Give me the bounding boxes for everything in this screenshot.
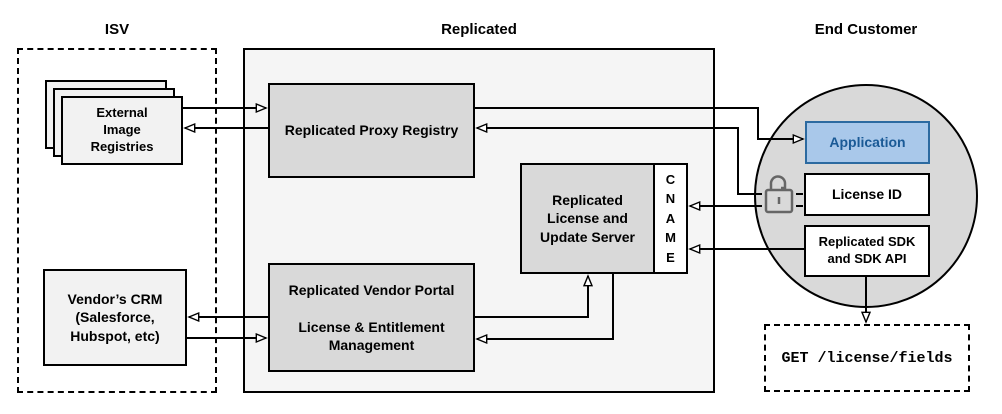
- vendor-portal-label: Replicated Vendor Portal License & Entit…: [288, 282, 455, 353]
- replicated-section-title: Replicated: [441, 21, 517, 38]
- application-label: Application: [829, 134, 906, 151]
- license-update-server-label: Replicated License and Update Server: [540, 192, 635, 245]
- edge-license-server-to-portal: [477, 274, 614, 339]
- vendor-crm-label: Vendor’s CRM (Salesforce, Hubspot, etc): [67, 291, 163, 344]
- cname-label: C N A M E: [665, 171, 676, 265]
- license-id-node: License ID: [804, 173, 930, 216]
- edge-proxy-to-application: [475, 107, 803, 139]
- license-update-server-node: Replicated License and Update Server: [520, 163, 655, 274]
- end-customer-section-title: End Customer: [814, 21, 918, 38]
- proxy-registry-label: Replicated Proxy Registry: [284, 122, 459, 139]
- replicated-sdk-node: Replicated SDK and SDK API: [804, 225, 930, 277]
- external-image-registries-node: External Image Registries: [61, 96, 183, 165]
- license-fields-request-box: GET /license/fields: [764, 324, 970, 392]
- license-fields-request-label: GET /license/fields: [781, 349, 953, 367]
- cname-node: C N A M E: [653, 163, 688, 274]
- vendor-crm-node: Vendor’s CRM (Salesforce, Hubspot, etc): [43, 269, 187, 366]
- license-id-label: License ID: [831, 186, 903, 203]
- unlocked-padlock-icon: [762, 175, 796, 215]
- external-image-registries-label: External Image Registries: [90, 105, 154, 154]
- proxy-registry-node: Replicated Proxy Registry: [268, 83, 475, 178]
- application-node: Application: [805, 121, 930, 164]
- isv-section-title: ISV: [104, 21, 130, 38]
- edge-portal-to-license-server: [475, 276, 588, 318]
- isv-section-container: [17, 48, 217, 393]
- vendor-portal-node: Replicated Vendor Portal License & Entit…: [268, 263, 475, 372]
- replicated-sdk-label: Replicated SDK and SDK API: [818, 234, 916, 266]
